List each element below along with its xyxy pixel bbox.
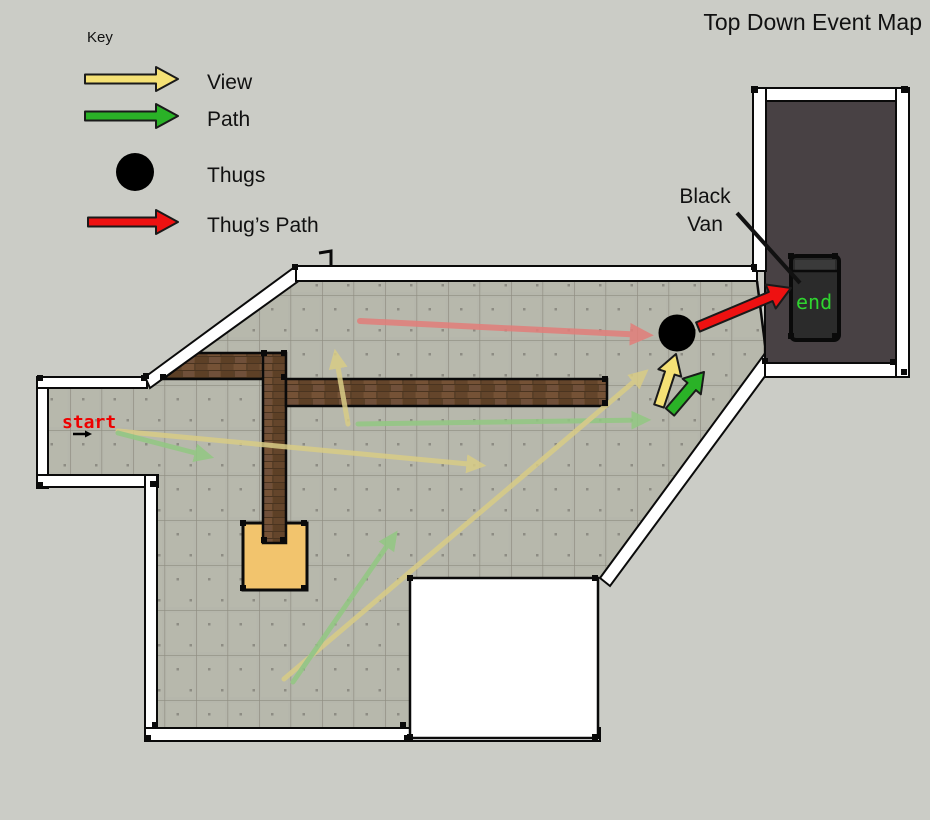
- top-wall-mark: [318, 249, 333, 267]
- key-heading: Key: [87, 29, 113, 46]
- thug-marker: [658, 314, 696, 352]
- end-label: end: [796, 290, 832, 314]
- path-arrow-corridor: [355, 410, 652, 430]
- dark-room-wall-top: [752, 87, 910, 102]
- key-view-arrow-icon: [84, 66, 179, 92]
- path-arrow-solid: [664, 371, 705, 417]
- van-body: [789, 254, 841, 342]
- start-point-marker: [73, 430, 92, 438]
- wall-top: [295, 265, 758, 282]
- wall-alcove-top: [36, 376, 148, 389]
- key-path-arrow-icon: [84, 103, 179, 129]
- view-arrow-over-wall: [328, 348, 351, 427]
- dark-room-wall-right: [895, 87, 910, 378]
- path-arrow-start-short: [115, 430, 215, 462]
- key-label-thugs-path: Thug’s Path: [207, 214, 319, 237]
- faded-arrows: [115, 318, 654, 685]
- key-label-path: Path: [207, 108, 250, 131]
- wall-alcove-bottom: [36, 474, 159, 488]
- key-thug-circle-icon: [116, 153, 154, 191]
- view-arrow-start-right: [115, 428, 487, 474]
- level-map: start end Black Van: [36, 86, 910, 742]
- key-thug-path-arrow-icon: [87, 209, 179, 235]
- dark-room-wall-bottom: [764, 362, 897, 378]
- view-arrow-solid: [653, 353, 683, 409]
- black-van: [789, 254, 841, 342]
- van-pointer-line: [735, 211, 802, 285]
- key-label-view: View: [207, 71, 253, 94]
- wall-alcove-left: [36, 376, 49, 489]
- van-label-line1: Black: [679, 185, 731, 208]
- view-arrow-long-diagonal: [281, 369, 649, 682]
- key-label-thugs: Thugs: [207, 164, 265, 187]
- van-label-line2: Van: [687, 213, 723, 236]
- path-arrow-bottom-diagonal: [290, 530, 398, 685]
- white-room: [408, 576, 600, 740]
- dark-room-wall-left: [752, 87, 767, 272]
- corner-marks: [37, 86, 908, 741]
- start-label: start: [62, 412, 116, 433]
- wall-left-lower: [144, 474, 158, 742]
- thug-path-arrow-solid: [695, 283, 792, 333]
- page-title: Top Down Event Map: [703, 9, 922, 35]
- brick-wall-long: [284, 377, 609, 408]
- key-legend: Key View Path Thugs Thug’s Path: [84, 29, 319, 237]
- solid-arrows: [653, 283, 792, 417]
- thug-path-arrow-faded: [357, 318, 654, 346]
- van-windshield: [795, 260, 835, 270]
